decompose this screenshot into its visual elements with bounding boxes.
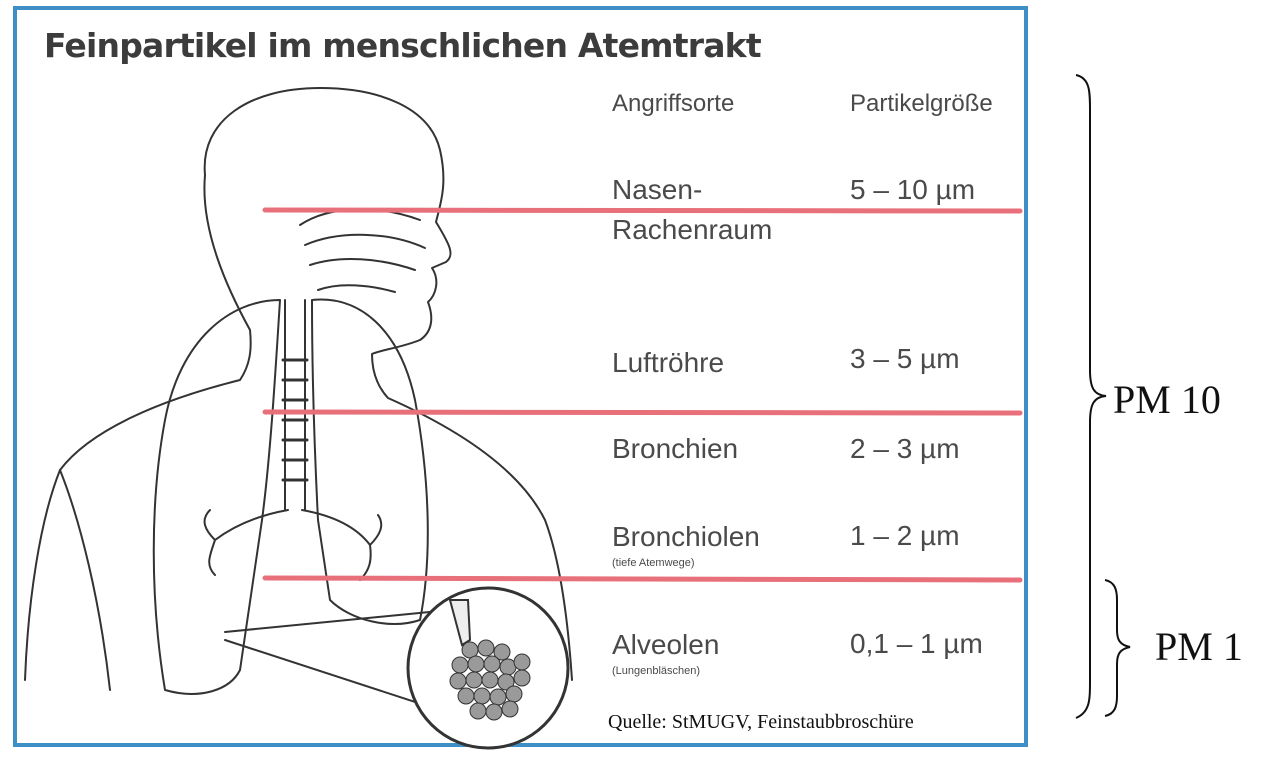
right-lung — [312, 300, 428, 624]
header-sites: Angriffsorte — [612, 90, 734, 118]
alveoli-zoom — [408, 588, 568, 748]
left-lung — [154, 300, 280, 694]
site-alveoli: Alveolen (Lungenbläschen) — [612, 625, 719, 677]
size-nasopharynx: 5 – 10 µm — [850, 174, 975, 206]
site-alveoli-note: (Lungenbläschen) — [612, 665, 719, 677]
site-alveoli-label: Alveolen — [612, 629, 719, 660]
bronchi — [205, 510, 382, 580]
neck-back — [25, 175, 251, 680]
head-outline — [205, 88, 572, 680]
size-bronchioles: 1 – 2 µm — [850, 520, 960, 552]
size-alveoli: 0,1 – 1 µm — [850, 628, 983, 660]
site-nasopharynx: Nasen- Rachenraum — [612, 170, 772, 250]
pm1-brace — [1105, 580, 1130, 716]
size-bronchi: 2 – 3 µm — [850, 433, 960, 465]
pm10-brace — [1076, 75, 1106, 718]
source-caption: Quelle: StMUGV, Feinstaubbroschüre — [608, 711, 914, 734]
arm-line — [60, 470, 110, 690]
header-sizes: Partikelgröße — [850, 90, 993, 118]
site-bronchioles-label: Bronchiolen — [612, 521, 760, 552]
site-bronchioles-note: (tiefe Atemwege) — [612, 557, 760, 569]
divider-line-3 — [265, 578, 1020, 580]
divider-line-2 — [265, 412, 1020, 413]
size-trachea: 3 – 5 µm — [850, 343, 960, 375]
figure-title: Feinpartikel im menschlichen Atemtrakt — [44, 26, 761, 65]
site-trachea: Luftröhre — [612, 343, 724, 383]
pm10-label: PM 10 — [1113, 376, 1221, 423]
nasal-cavity — [300, 209, 425, 292]
site-bronchioles: Bronchiolen (tiefe Atemwege) — [612, 517, 760, 569]
site-bronchi: Bronchien — [612, 429, 738, 469]
pm1-label: PM 1 — [1155, 623, 1243, 670]
